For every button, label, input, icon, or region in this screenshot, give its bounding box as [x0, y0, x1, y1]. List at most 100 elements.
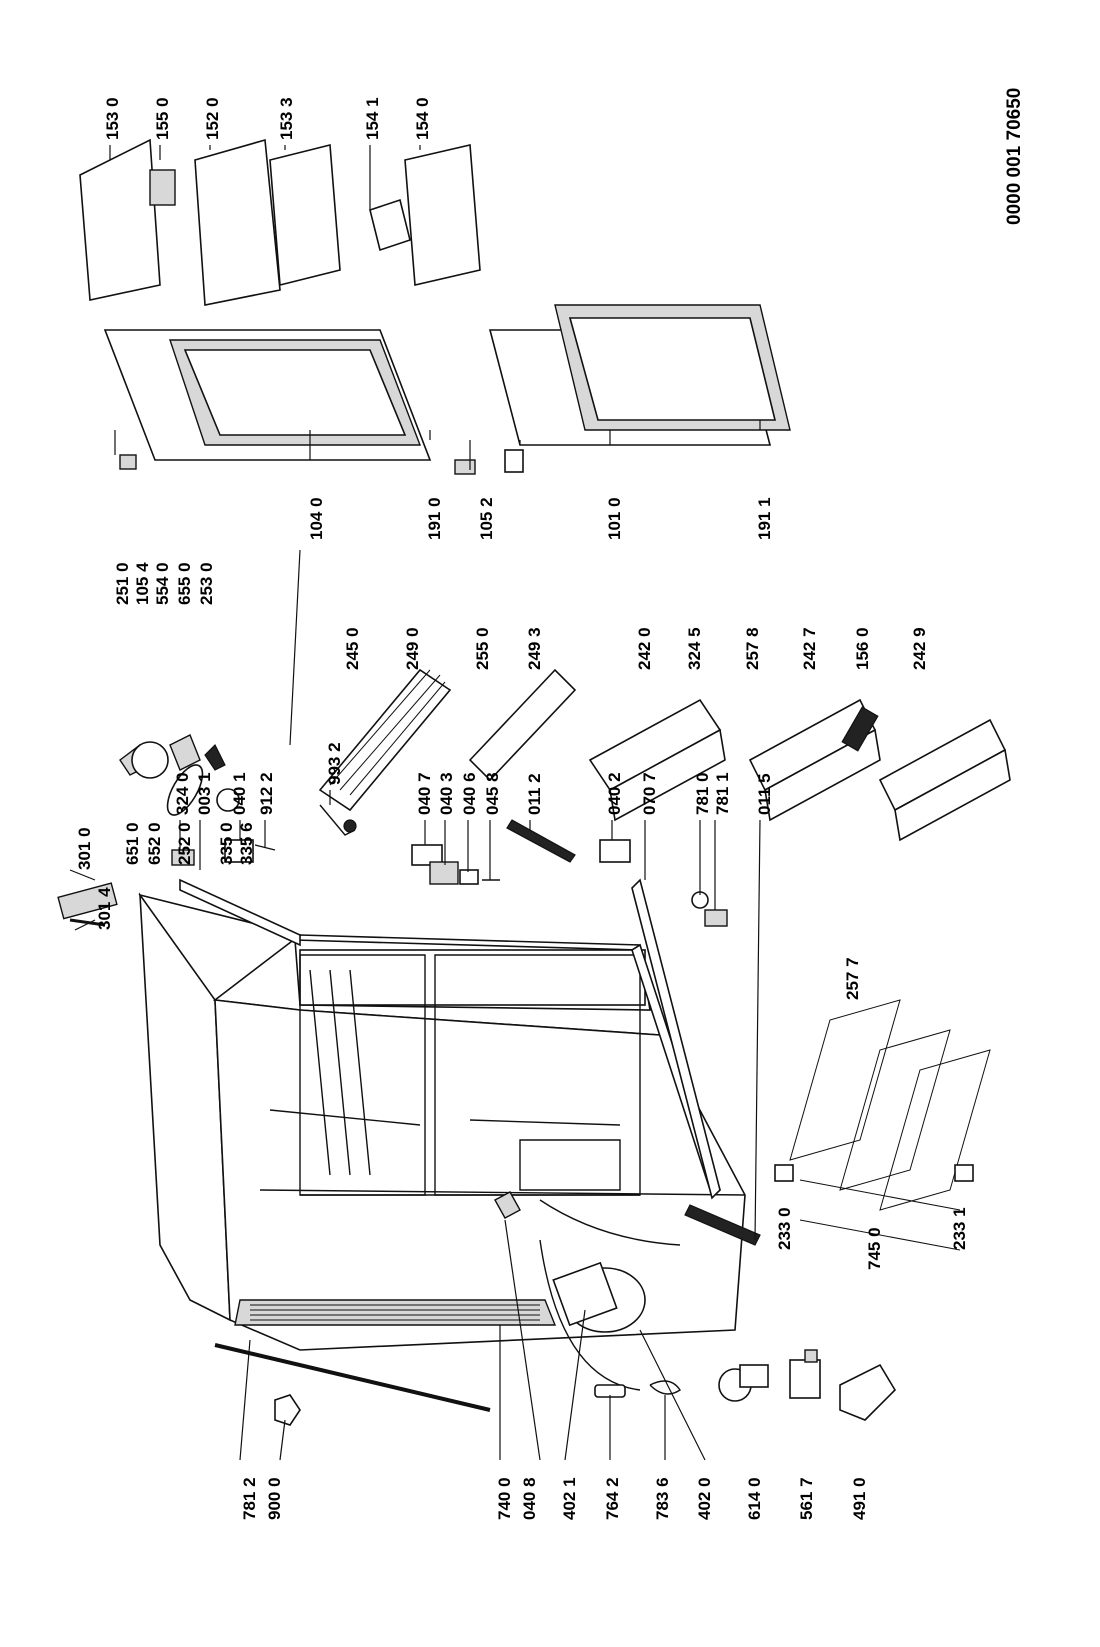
- label-740-0: 740 0: [495, 1477, 514, 1520]
- bracket-0408: [494, 1191, 521, 1219]
- label-561-7: 561 7: [797, 1477, 816, 1520]
- hinge-301: [57, 882, 118, 927]
- label-104-0: 104 0: [307, 497, 326, 540]
- label-152-0: 152 0: [203, 97, 222, 140]
- label-040-2: 040 2: [605, 772, 624, 815]
- label-402-1: 402 1: [560, 1477, 579, 1520]
- label-249-3: 249 3: [525, 627, 544, 670]
- label-655-0: 655 0: [175, 562, 194, 605]
- hinge-0401: [224, 839, 254, 863]
- sensor-993: [319, 804, 357, 836]
- label-105-4: 105 4: [133, 562, 152, 605]
- label-301-4: 301 4: [95, 887, 114, 930]
- label-245-0: 245 0: [343, 627, 362, 670]
- condenser-assembly: [234, 1299, 557, 1326]
- label-101-0: 101 0: [605, 497, 624, 540]
- label-011-5: 011 5: [755, 773, 774, 815]
- label-191-1: 191 1: [755, 497, 774, 540]
- label-781-2: 781 2: [240, 1477, 259, 1520]
- label-255-0: 255 0: [473, 627, 492, 670]
- rail-0112: [506, 819, 576, 863]
- rail-0707: [631, 878, 721, 1200]
- label-242-9: 242 9: [910, 627, 929, 670]
- wire-rack-745: [789, 999, 991, 1251]
- label-335-6: 335 6: [237, 822, 256, 865]
- label-153-3: 153 3: [277, 97, 296, 140]
- clip-233: [774, 1164, 974, 1182]
- label-912-2: 912 2: [257, 772, 276, 815]
- leader-lines: [69, 145, 761, 1461]
- label-324-0: 324 0: [173, 772, 192, 815]
- label-257-8: 257 8: [743, 627, 762, 670]
- label-554-0: 554 0: [153, 562, 172, 605]
- hinge-105: [119, 449, 524, 475]
- hinge-0402: [599, 839, 631, 863]
- cover-491: [839, 1363, 897, 1421]
- cabinet-body: [138, 878, 746, 1351]
- shelf-glass-255: [468, 668, 577, 782]
- label-781-0: 781 0: [693, 772, 712, 815]
- label-070-7: 070 7: [640, 772, 659, 815]
- crisper-242-7: [748, 698, 881, 822]
- label-040-7: 040 7: [415, 772, 434, 815]
- label-045-8: 045 8: [483, 772, 502, 815]
- label-301-0: 301 0: [75, 827, 94, 870]
- label-491-0: 491 0: [850, 1477, 869, 1520]
- label-764-2: 764 2: [603, 1477, 622, 1520]
- wire-rod: [214, 1343, 491, 1412]
- label-251-0: 251 0: [113, 562, 132, 605]
- hinge-0407: [411, 844, 500, 885]
- part-labels: 301 0 301 4 781 2 900 0 740 0 040 8 402 …: [75, 88, 1025, 1520]
- label-252-0: 252 0: [175, 822, 194, 865]
- label-993-2: 993 2: [325, 742, 344, 785]
- relay-614: [718, 1364, 769, 1402]
- label-233-0: 233 0: [775, 1207, 794, 1250]
- label-242-7: 242 7: [800, 627, 819, 670]
- door-101: [488, 304, 791, 446]
- label-324-5: 324 5: [685, 627, 704, 670]
- label-156-0: 156 0: [853, 627, 872, 670]
- label-335-0: 335 0: [217, 822, 236, 865]
- capillary-loop: [649, 1380, 681, 1395]
- ice-tray-156: [841, 706, 879, 752]
- label-154-0: 154 0: [413, 97, 432, 140]
- label-233-1: 233 1: [950, 1207, 969, 1250]
- door-104: [103, 329, 432, 461]
- label-257-7: 257 7: [843, 957, 862, 1000]
- crisper-242-9: [878, 718, 1011, 842]
- label-781-1: 781 1: [713, 772, 732, 815]
- label-783-6: 783 6: [653, 1477, 672, 1520]
- label-402-0: 402 0: [695, 1477, 714, 1520]
- label-040-1: 040 1: [230, 772, 249, 815]
- label-651-0: 651 0: [123, 822, 142, 865]
- label-040-6: 040 6: [460, 772, 479, 815]
- shelf-wire-245: [318, 668, 452, 812]
- label-253-0: 253 0: [197, 562, 216, 605]
- label-249-0: 249 0: [403, 627, 422, 670]
- label-003-1: 003 1: [195, 772, 214, 815]
- starter-561: [789, 1349, 821, 1399]
- label-745-0: 745 0: [865, 1227, 884, 1270]
- door-bins: [79, 138, 481, 306]
- label-040-8: 040 8: [520, 1477, 539, 1520]
- document-number: 0000 001 70650: [1004, 88, 1025, 225]
- label-011-2: 011 2: [525, 773, 544, 815]
- rail-0115: [684, 1204, 761, 1246]
- cap-781: [691, 891, 728, 927]
- label-614-0: 614 0: [745, 1477, 764, 1520]
- compressor-group: [539, 1239, 646, 1391]
- clip-900: [274, 1394, 301, 1426]
- label-242-0: 242 0: [635, 627, 654, 670]
- label-040-3: 040 3: [437, 772, 456, 815]
- label-900-0: 900 0: [265, 1477, 284, 1520]
- label-154-1: 154 1: [363, 97, 382, 140]
- top-cover-324: [171, 849, 195, 866]
- label-155-0: 155 0: [153, 97, 172, 140]
- label-191-0: 191 0: [425, 497, 444, 540]
- label-105-2: 105 2: [477, 497, 496, 540]
- thermostat-assembly: [119, 734, 240, 816]
- label-652-0: 652 0: [145, 822, 164, 865]
- crisper-242-0: [588, 698, 726, 822]
